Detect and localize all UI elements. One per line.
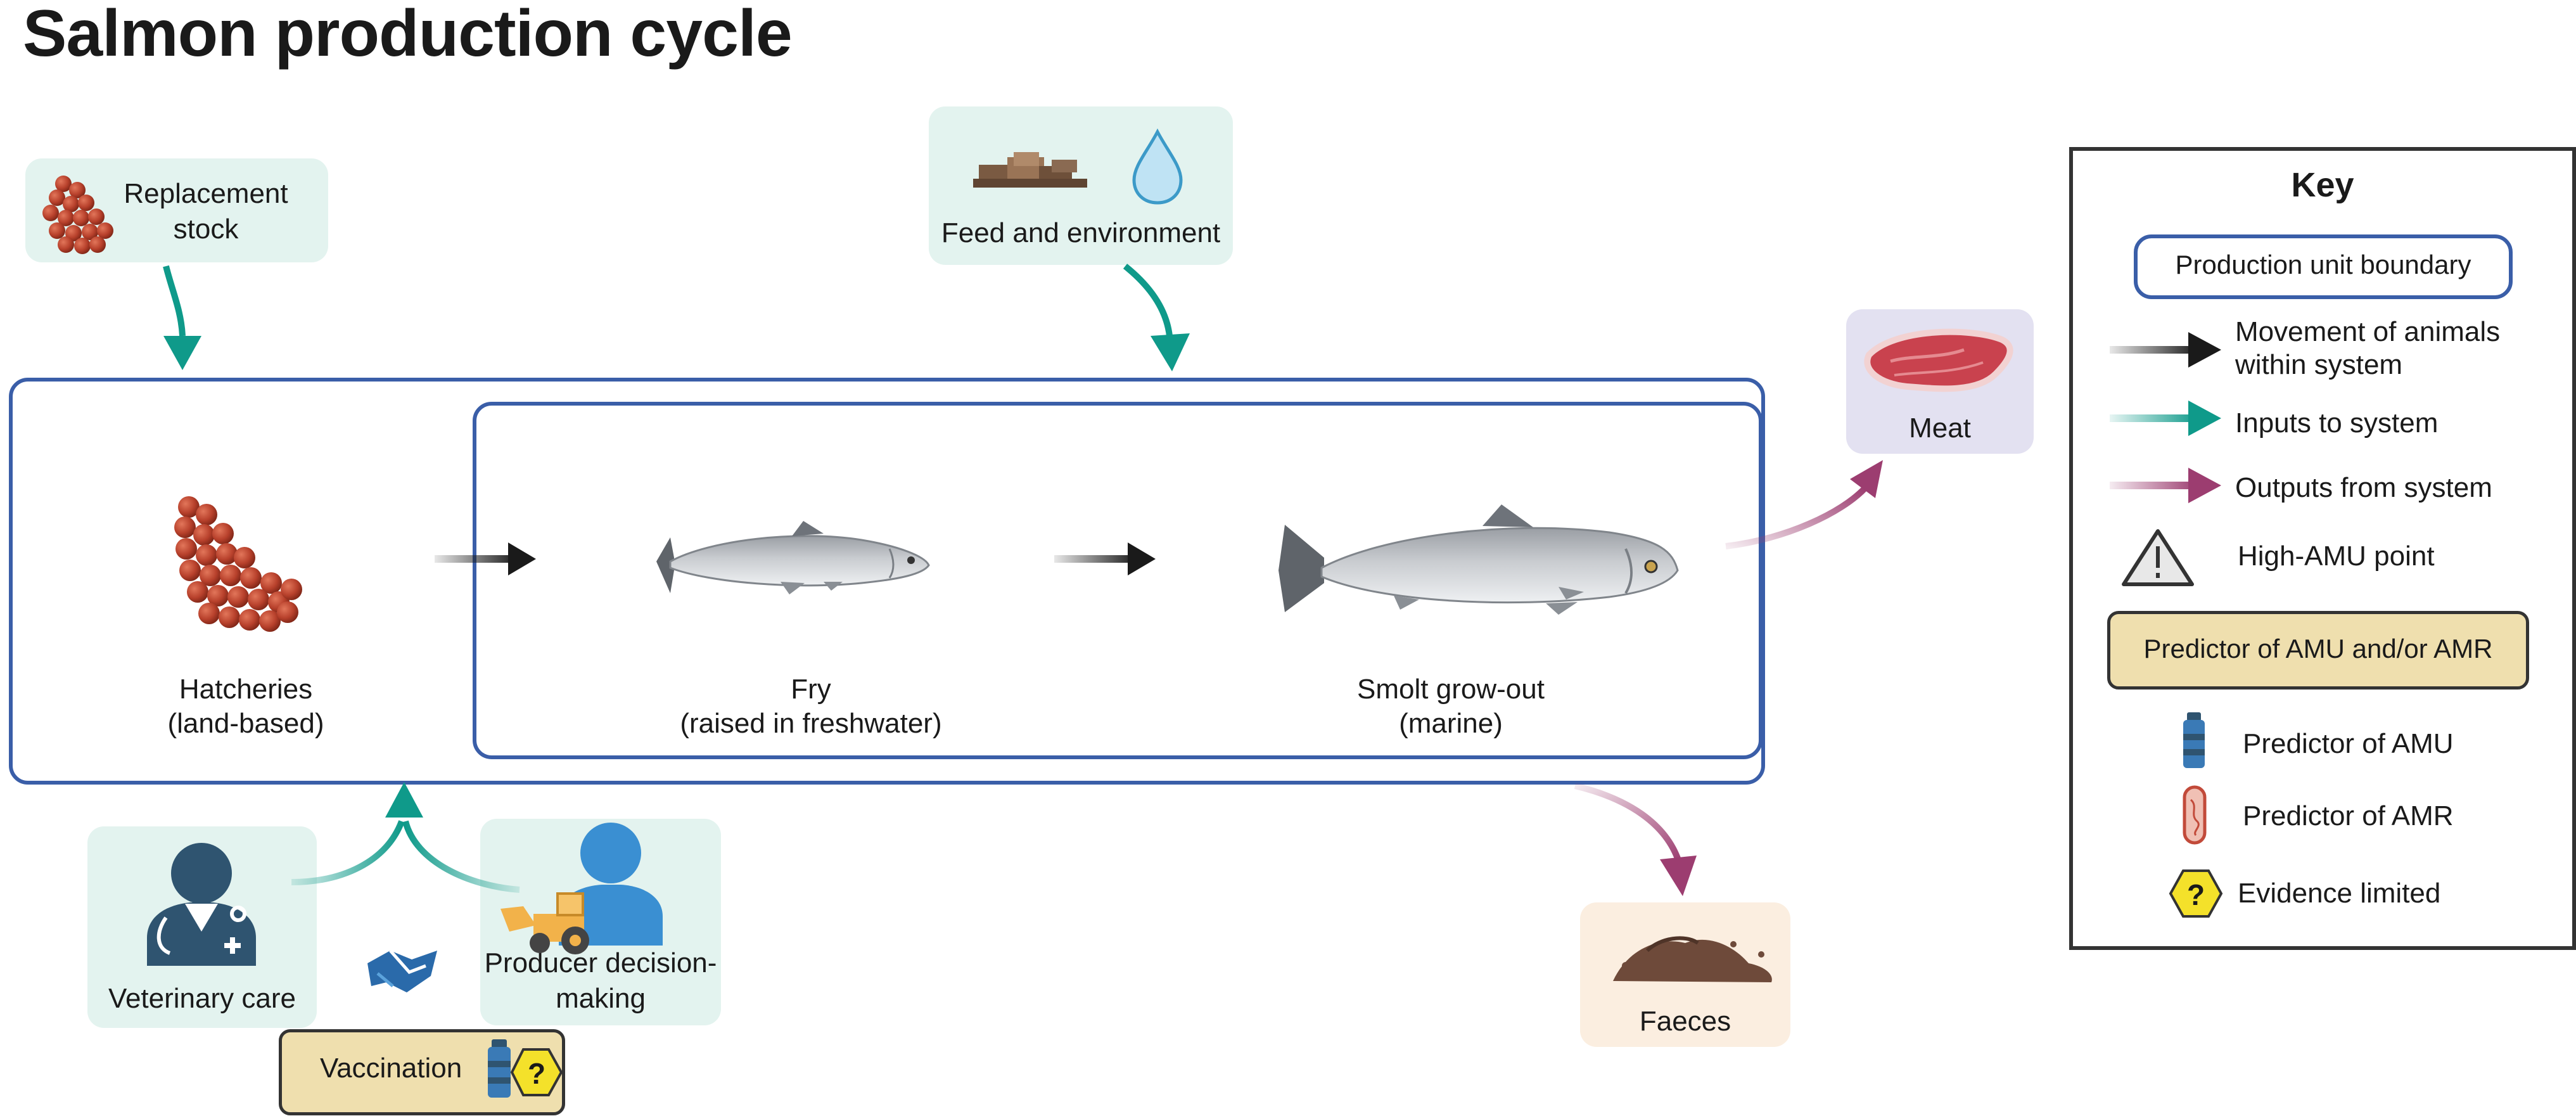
veterinary-care-label: Veterinary care (108, 983, 296, 1014)
page-title: Salmon production cycle (23, 0, 793, 70)
key-predictor-amu-label: Predictor of AMU (2243, 728, 2454, 759)
input-arrow-veterinary-care (291, 820, 405, 885)
producer-decision-label: Producer decision-making (484, 947, 717, 1014)
smolt-fish-icon (1278, 504, 1679, 615)
key-production-unit-sample (2134, 234, 2513, 299)
key-movement-label: Movement of animals within system (2235, 316, 2501, 380)
faeces-pile-icon (1613, 936, 1772, 982)
replacement-stock-label: Replacement stock (124, 178, 288, 245)
key-outputs-label: Outputs from system (2235, 472, 2492, 503)
key-predictor-both-sample (2107, 611, 2529, 689)
hatcheries-detail: (land-based) (167, 708, 324, 739)
key-title: Key (2291, 166, 2354, 204)
key-predictor-both-label: Predictor of AMU and/or AMR (2143, 634, 2493, 664)
evidence-limited-icon: ? (510, 1048, 563, 1096)
input-arrow-replacement-stock (163, 265, 201, 370)
faeces-label: Faeces (1639, 1006, 1731, 1037)
output-arrow-faeces (1574, 783, 1697, 896)
warning-triangle-icon (2122, 529, 2194, 586)
svg-text:?: ? (528, 1057, 545, 1090)
hatcheries-name: Hatcheries (179, 674, 313, 705)
key-movement-arrow (2110, 332, 2221, 368)
movement-arrow-hatcheries-fry (435, 542, 536, 575)
egg-cluster-icon-small (42, 176, 113, 254)
smolt-name: Smolt grow-out (1357, 674, 1545, 705)
key-inputs-label: Inputs to system (2235, 407, 2439, 439)
veterinarian-icon (147, 843, 256, 966)
vaccination-label: Vaccination (320, 1053, 462, 1084)
fry-fish-icon (656, 521, 930, 594)
key-high-amu-label: High-AMU point (2238, 541, 2435, 572)
key-evidence-limited-label: Evidence limited (2238, 878, 2441, 909)
egg-cluster-icon-large (174, 496, 302, 632)
meat-label: Meat (1909, 413, 1971, 444)
smolt-detail: (marine) (1399, 708, 1503, 739)
production-unit-outer (9, 378, 1765, 785)
input-arrow-feed-environment (1123, 264, 1190, 371)
key-production-unit-label: Production unit boundary (2175, 250, 2471, 279)
production-unit-inner (473, 402, 1763, 759)
feed-environment-label: Feed and environment (941, 217, 1221, 248)
key-predictor-amr-label: Predictor of AMR (2243, 800, 2454, 831)
movement-arrow-fry-smolt (1054, 542, 1156, 575)
key-input-arrow (2110, 401, 2221, 436)
vaccine-bottle-icon (488, 1039, 511, 1098)
steak-icon (1864, 328, 2013, 392)
key-output-arrow (2110, 468, 2221, 503)
feed-pellets-icon (973, 152, 1087, 188)
fry-detail: (raised in freshwater) (680, 708, 942, 739)
svg-text:?: ? (2187, 878, 2205, 911)
output-arrow-meat (1725, 460, 1883, 549)
handshake-icon (367, 949, 437, 992)
fry-name: Fry (791, 674, 831, 705)
input-arrow-producer (385, 782, 520, 893)
key-evidence-limited-icon: ? (2169, 869, 2223, 918)
tractor-icon (501, 892, 589, 954)
key-amu-bottle-icon (2183, 712, 2205, 768)
bacterium-icon (2183, 785, 2207, 845)
water-drop-icon (1132, 128, 1183, 205)
